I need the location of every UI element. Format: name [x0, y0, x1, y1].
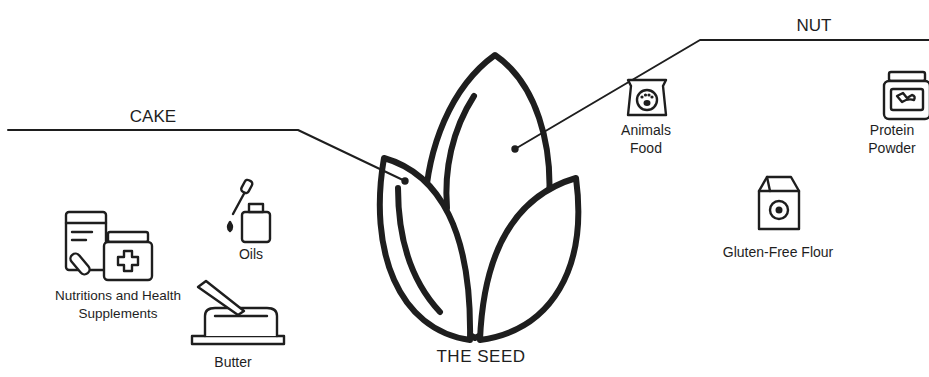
butter-icon [192, 281, 284, 344]
seed-petal [380, 158, 470, 340]
oil-dropper-icon [242, 212, 270, 242]
flour-icon [759, 190, 799, 192]
protein-jar-icon [884, 72, 929, 119]
leader-line [515, 40, 929, 149]
supplements-icon [104, 242, 152, 280]
product-label: Protein Powder [862, 121, 922, 157]
flour-icon [767, 177, 770, 191]
protein-jar-icon [889, 72, 925, 81]
supplements-icon [66, 212, 152, 280]
animal-food-icon [650, 95, 653, 98]
oil-dropper-icon [240, 179, 253, 194]
oil-dropper-icon [233, 190, 246, 214]
flour-icon [770, 201, 788, 219]
protein-jar-icon [891, 89, 923, 110]
butter-icon [192, 336, 284, 344]
oil-dropper-icon [228, 222, 232, 231]
supplements-icon [108, 232, 148, 242]
supplements-icon [118, 251, 138, 271]
flour-icon [776, 207, 783, 214]
product-label: Gluten-Free Flour [698, 243, 858, 261]
supplements-icon [72, 231, 92, 233]
seed-node: THE SEED [370, 46, 592, 373]
flour-icon [759, 177, 799, 229]
protein-jar-icon [884, 81, 929, 119]
seed-outline [370, 46, 592, 373]
animal-food-icon [628, 80, 666, 115]
seed-title: THE SEED [370, 346, 592, 368]
supplements-icon [72, 239, 86, 241]
branch-label: NUT [774, 15, 854, 37]
petal-highlight [398, 188, 440, 312]
product-label: Butter [193, 353, 273, 371]
supplements-icon [68, 252, 91, 277]
animal-food-icon [628, 80, 666, 115]
protein-jar-icon [897, 93, 915, 102]
branch-label: CAKE [93, 106, 213, 128]
butter-icon [198, 281, 244, 315]
seed-petal [480, 178, 578, 340]
product-label: Nutritions and Health Supplements [52, 287, 184, 322]
animal-food-icon [640, 95, 643, 98]
animal-food-icon [637, 90, 657, 110]
product-label: Oils [211, 245, 291, 263]
animal-food-icon [644, 93, 647, 96]
supplements-icon [66, 222, 106, 224]
animal-food-icon [647, 93, 650, 96]
supplements-icon [66, 212, 106, 270]
oil-dropper-icon [228, 179, 270, 242]
flour-icon [759, 177, 799, 229]
oil-dropper-icon [249, 204, 263, 212]
product-label: Animals Food [616, 121, 676, 157]
butter-icon [205, 308, 277, 336]
leader-line [8, 130, 405, 181]
animal-food-icon [644, 100, 651, 106]
butter-icon [215, 315, 267, 317]
petal-highlight [446, 96, 474, 208]
